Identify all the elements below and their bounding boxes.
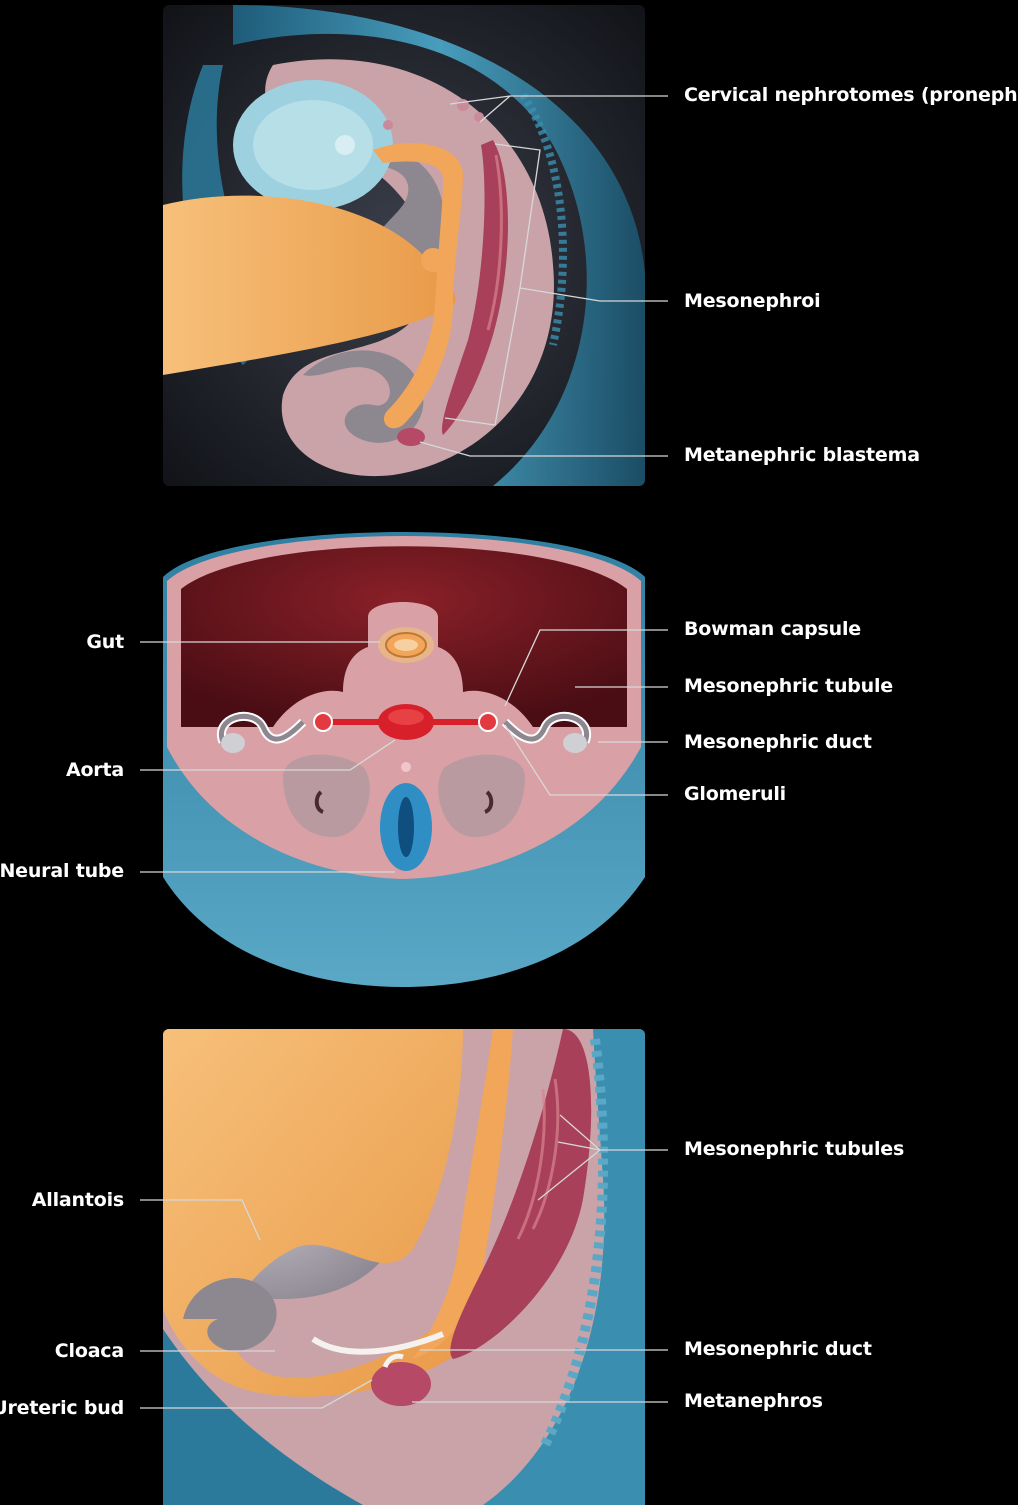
label-mesonephroi: Mesonephroi xyxy=(684,290,820,312)
label-cervical-nephrotomes: Cervical nephrotomes (pronephroi) xyxy=(684,84,1018,106)
label-metanephric-blastema: Metanephric blastema xyxy=(684,444,920,466)
label-ureteric-bud: Ureteric bud xyxy=(0,1397,124,1419)
label-cloaca: Cloaca xyxy=(55,1340,124,1362)
label-aorta: Aorta xyxy=(66,759,124,781)
lateral-view-illustration xyxy=(163,5,645,486)
cloacal-region-panel xyxy=(163,1029,645,1505)
label-neural-tube: Neural tube xyxy=(0,860,124,882)
cross-section-illustration xyxy=(163,517,645,998)
label-glomeruli: Glomeruli xyxy=(684,783,786,805)
label-mesonephric-tubules: Mesonephric tubules xyxy=(684,1138,904,1160)
label-metanephros: Metanephros xyxy=(684,1390,823,1412)
label-gut: Gut xyxy=(86,631,124,653)
label-allantois: Allantois xyxy=(32,1189,124,1211)
lateral-view-panel xyxy=(163,5,645,486)
label-bowman-capsule: Bowman capsule xyxy=(684,618,861,640)
label-mesonephric-tubule: Mesonephric tubule xyxy=(684,675,893,697)
label-mesonephric-duct-bottom: Mesonephric duct xyxy=(684,1338,872,1360)
label-mesonephric-duct-middle: Mesonephric duct xyxy=(684,731,872,753)
cross-section-panel xyxy=(163,517,645,998)
cloacal-region-illustration xyxy=(163,1029,645,1505)
